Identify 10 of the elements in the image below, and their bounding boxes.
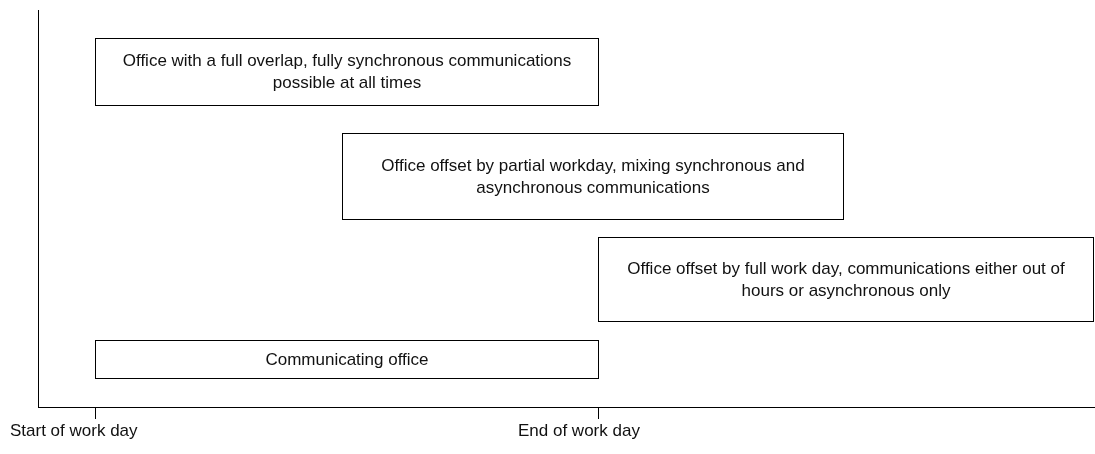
period-bar (598, 237, 1094, 322)
bar-text: Communicating office (264, 348, 430, 371)
axis-label: End of work day (518, 421, 640, 441)
bar-text: Office offset by partial workday, mixing synchronous and asynchronous communications (380, 154, 806, 199)
period-bar (95, 340, 599, 379)
bar-text: Office offset by full work day, communications either out of hours or asynchronous only (626, 257, 1066, 302)
period-bar (342, 133, 844, 220)
period-bar (95, 38, 599, 106)
axis-label: Start of work day (10, 421, 138, 441)
bar-text: Office with a full overlap, fully synchronous communications possible at all times (121, 50, 573, 94)
